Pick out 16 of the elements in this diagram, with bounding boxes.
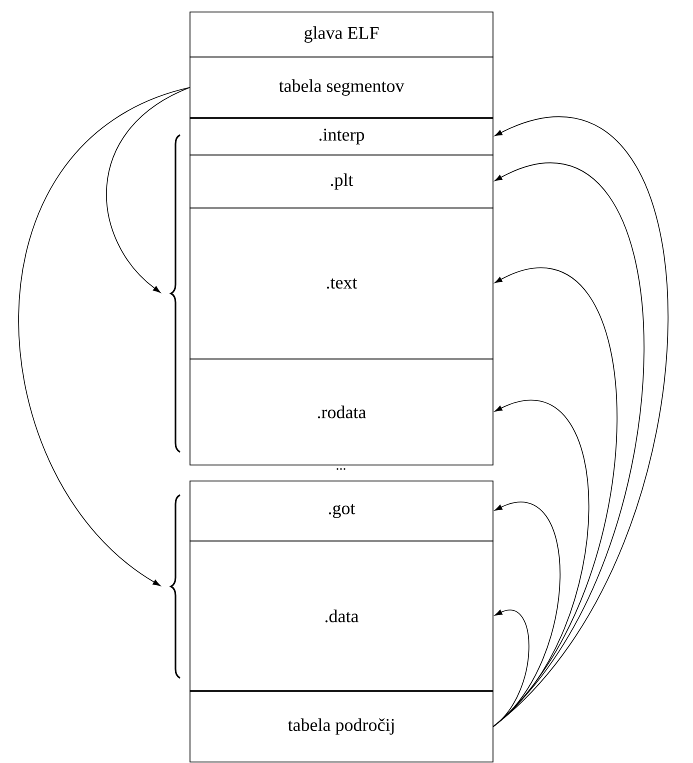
section-box: .got bbox=[190, 480, 494, 542]
arrow bbox=[18, 87, 190, 586]
arrow bbox=[106, 87, 190, 293]
curly-brace bbox=[170, 494, 180, 679]
curly-brace bbox=[170, 134, 181, 453]
section-box: tabela področij bbox=[190, 690, 494, 762]
arrow bbox=[493, 610, 530, 727]
section-box: .plt bbox=[190, 154, 494, 208]
ellipsis: ... bbox=[336, 468, 346, 470]
section-box: tabela segmentov bbox=[190, 56, 494, 118]
section-box: .interp bbox=[190, 118, 494, 156]
section-box: .rodata bbox=[190, 358, 494, 466]
section-box: .data bbox=[190, 540, 494, 692]
arrow bbox=[493, 268, 618, 727]
section-box: glava ELF bbox=[190, 12, 494, 58]
section-box: .text bbox=[190, 208, 494, 360]
